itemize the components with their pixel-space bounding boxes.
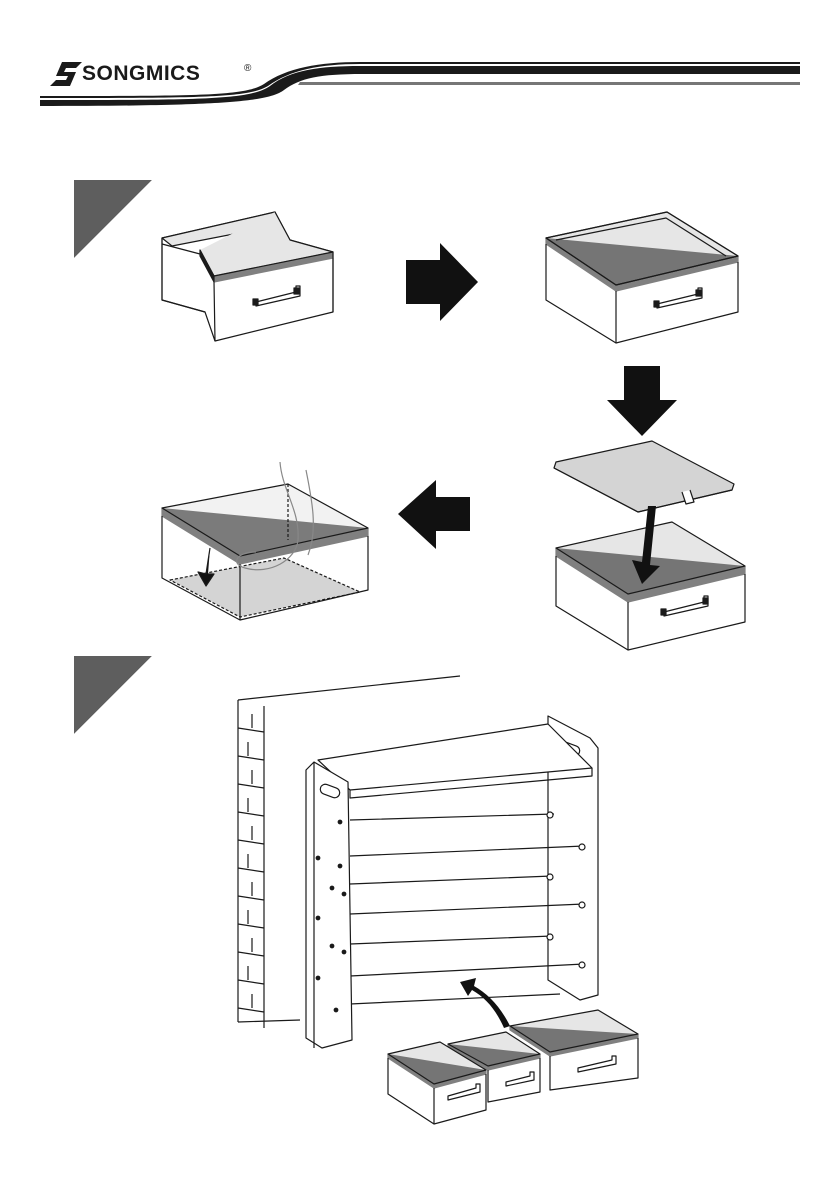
arrow-left-icon	[398, 480, 470, 549]
arrow-down-icon	[607, 366, 677, 436]
folding-box	[162, 212, 333, 341]
open-box	[546, 212, 738, 343]
curved-arrow-icon	[460, 978, 510, 1028]
box-with-base	[162, 462, 368, 620]
arrow-right-icon	[406, 243, 478, 321]
shoe-rack	[306, 716, 598, 1048]
base-board	[554, 441, 734, 512]
